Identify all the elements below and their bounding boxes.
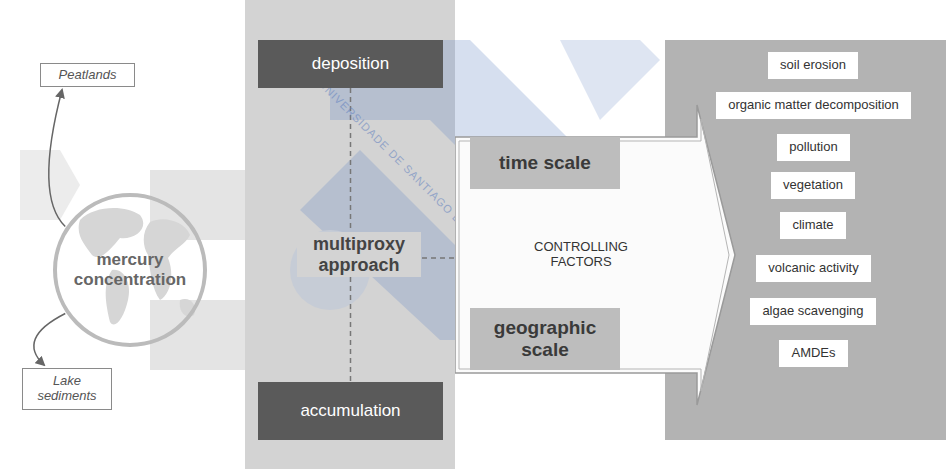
source-box: Peatlands [40,63,135,87]
scale-box: time scale [470,137,620,189]
process-box: deposition [258,40,443,88]
factor-box: algae scavenging [750,298,876,325]
factor-box: pollution [777,134,850,161]
factor-box: AMDEs [779,340,848,367]
factor-box: vegetation [771,172,855,199]
node-label: geographic scale [470,317,620,361]
scale-box: geographic scale [470,308,620,370]
node-label: AMDEs [781,346,845,361]
node-label: pollution [779,140,847,155]
node-label: accumulation [300,401,400,421]
process-box: accumulation [258,382,443,440]
node-label: climate [782,218,843,233]
node-label: algae scavenging [752,304,873,319]
node-label: mercury concentration [65,250,195,289]
flow-chevron [20,150,80,220]
factor-box: soil erosion [768,52,858,79]
curved-arrow [34,313,65,365]
curved-arrow [49,90,65,227]
globe-circle: mercury concentration [52,192,208,348]
node-label: vegetation [773,178,853,193]
node-label: Peatlands [51,68,125,83]
node-label: deposition [312,54,390,74]
factor-box: climate [780,212,846,239]
watermark-text: UNIVERSIDADE DE SANTIAGO DE COMPOSTELA [317,78,474,235]
source-box: Lake sediments [22,368,112,410]
arrow-label: CONTROLLING FACTORS [515,240,647,270]
node-label: time scale [493,152,597,174]
node-label: Lake sediments [23,374,111,404]
node-label: volcanic activity [758,261,868,276]
node-label: organic matter decomposition [718,98,909,113]
factor-box: volcanic activity [756,255,871,282]
method-label: multiproxy approach [297,232,421,277]
factor-box: organic matter decomposition [716,92,911,119]
node-label: soil erosion [770,58,856,73]
